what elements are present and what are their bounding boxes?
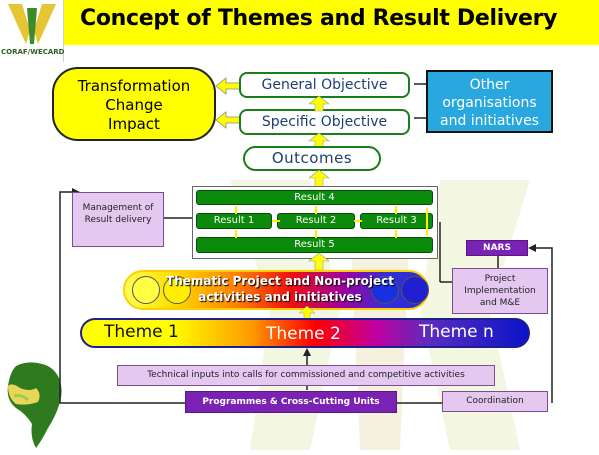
theme-1-label: Theme 1 — [104, 322, 179, 342]
theme-n-label: Theme n — [419, 322, 494, 342]
activity-circle — [371, 276, 399, 304]
programmes-box: Programmes & Cross-Cutting Units — [185, 391, 397, 413]
transformation-box: Transformation Change Impact — [52, 67, 216, 141]
logo — [0, 0, 64, 62]
specific-objective-box: Specific Objective — [239, 109, 410, 135]
outcomes-box: Outcomes — [243, 146, 381, 171]
nars-box: NARS — [466, 240, 528, 256]
themes-bar — [80, 318, 530, 348]
thematic-label: Thematic Project and Non-project activit… — [160, 273, 400, 305]
logo-icon — [8, 4, 56, 44]
other-line-2: organisations — [442, 95, 537, 111]
other-line-1: Other — [469, 77, 510, 93]
thematic-line-1: Thematic Project and Non-project — [166, 274, 394, 288]
page-title: Concept of Themes and Result Delivery — [80, 6, 558, 31]
transformation-line-2: Change — [105, 96, 163, 114]
other-line-3: and initiatives — [440, 113, 539, 129]
thematic-line-2: activities and initiatives — [198, 290, 362, 304]
africa-map-icon — [7, 362, 62, 448]
arrow-up-icon — [308, 253, 330, 271]
coordination-box: Coordination — [442, 391, 548, 412]
activity-circle — [132, 276, 160, 304]
result-link-arrows — [235, 206, 428, 238]
activity-circle — [401, 276, 429, 304]
transformation-line-1: Transformation — [77, 77, 191, 95]
management-box: Management of Result delivery — [72, 192, 164, 247]
activity-circle — [163, 276, 191, 304]
title-bar — [64, 0, 599, 45]
result-1: Result 1 — [196, 213, 272, 229]
technical-inputs-box: Technical inputs into calls for commissi… — [117, 365, 495, 386]
project-implementation-box: Project Implementation and M&E — [452, 268, 548, 314]
result-4: Result 4 — [196, 190, 433, 205]
other-organisations-box: Other organisations and initiatives — [426, 70, 553, 133]
general-objective-box: General Objective — [239, 72, 410, 98]
arrow-up-icon — [308, 96, 330, 112]
theme-2-label: Theme 2 — [266, 324, 341, 344]
result-5: Result 5 — [196, 237, 433, 253]
transformation-line-3: Impact — [108, 115, 160, 133]
logo-text: CORAF/WECARD — [1, 48, 65, 56]
